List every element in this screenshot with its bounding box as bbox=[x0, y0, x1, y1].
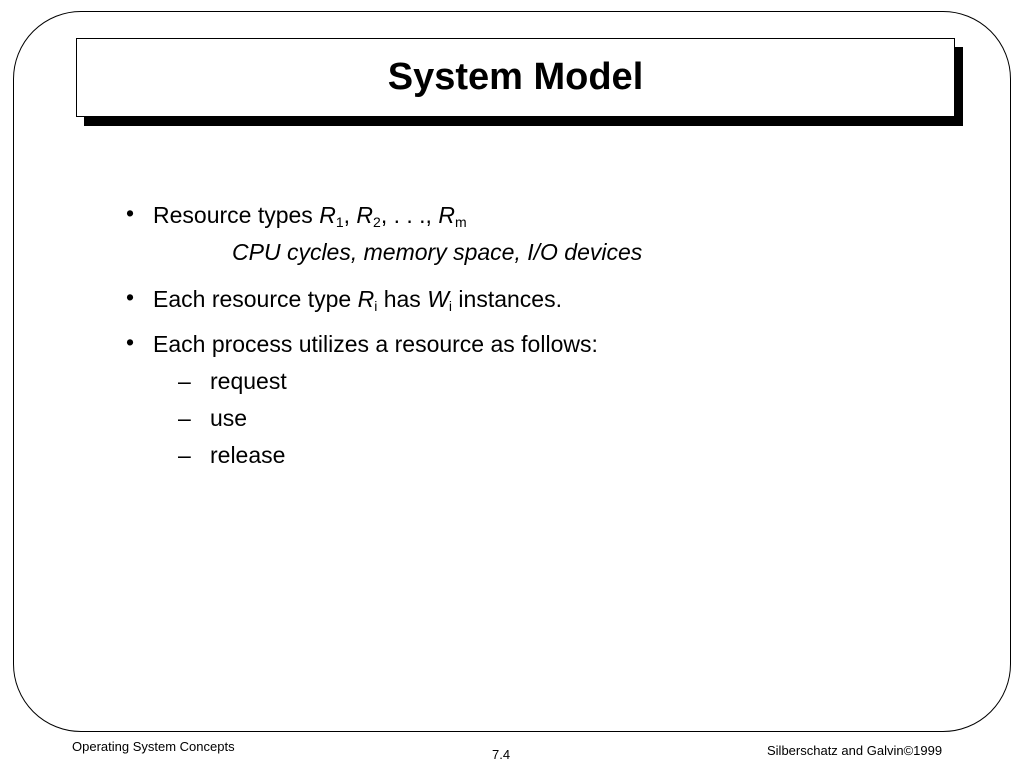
footer-year: 1999 bbox=[913, 743, 943, 758]
var-r1: R bbox=[319, 202, 336, 228]
bullet-2-prefix: Each resource type bbox=[153, 286, 358, 312]
slide-frame bbox=[13, 11, 1011, 732]
subitem-release: release bbox=[210, 442, 286, 468]
bullet-1-prefix: Resource types bbox=[153, 202, 320, 228]
var-ri: R bbox=[357, 286, 375, 312]
footer-copyright: Silberschatz and Galvin©1999 bbox=[767, 743, 942, 758]
footer-page-number: 7.4 bbox=[492, 747, 511, 762]
title-box: System Model bbox=[76, 38, 955, 117]
subitem-request: request bbox=[210, 368, 287, 394]
subitem-use: use bbox=[210, 405, 248, 431]
slide-title: System Model bbox=[387, 56, 644, 98]
bullet-icon: • bbox=[126, 200, 135, 226]
bullet-icon: • bbox=[126, 284, 135, 310]
sub-rm: m bbox=[454, 214, 467, 230]
sub-ri: i bbox=[374, 298, 378, 314]
footer-authors: Silberschatz and Galvin bbox=[767, 743, 904, 758]
bullet-icon: • bbox=[126, 329, 135, 355]
sub-wi: i bbox=[448, 298, 453, 314]
var-wi: W bbox=[427, 286, 449, 312]
sub-r2: 2 bbox=[373, 214, 381, 230]
sep-1: , bbox=[343, 202, 357, 228]
sep-2: , . . ., bbox=[380, 202, 439, 228]
bullet-1-text: Resource types R1, R2, . . ., Rm bbox=[153, 202, 467, 230]
var-rm: R bbox=[438, 202, 455, 228]
dash-icon: – bbox=[178, 368, 191, 394]
bullet-2-suffix: instances. bbox=[452, 286, 562, 312]
var-r2: R bbox=[356, 202, 374, 228]
dash-icon: – bbox=[178, 405, 191, 431]
bullet-1-example: CPU cycles, memory space, I/O devices bbox=[232, 239, 643, 265]
bullet-3-text: Each process utilizes a resource as foll… bbox=[153, 331, 598, 357]
bullet-2-text: Each resource type Ri has Wi instances. bbox=[153, 286, 562, 314]
dash-icon: – bbox=[178, 442, 191, 468]
sub-r1: 1 bbox=[335, 214, 344, 230]
footer-course-title: Operating System Concepts bbox=[72, 739, 235, 754]
copyright-icon: © bbox=[903, 743, 914, 758]
bullet-2-mid: has bbox=[377, 286, 428, 312]
